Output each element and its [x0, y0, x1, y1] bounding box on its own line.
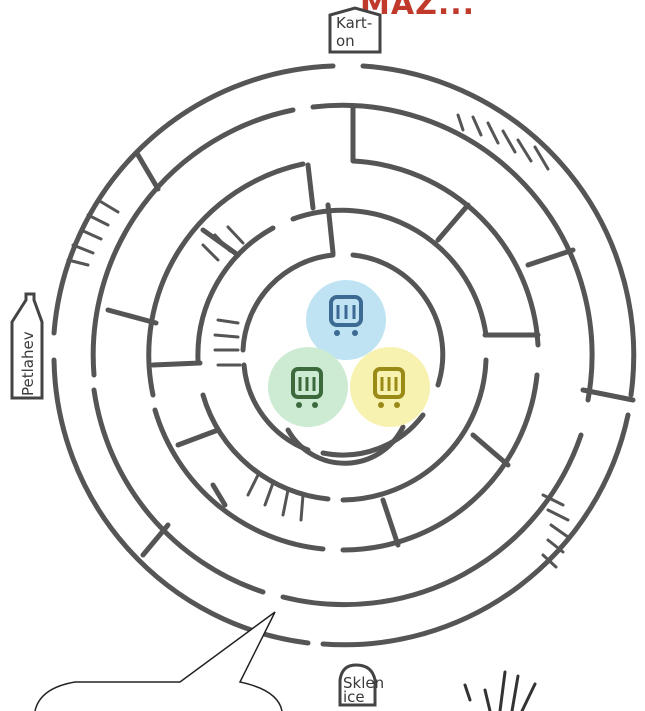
decorative-scribble	[463, 670, 537, 711]
speech-bubble	[34, 611, 283, 711]
pet-label: Petlahev	[19, 331, 37, 396]
maze	[51, 63, 637, 648]
yellow-bin-spot[interactable]	[350, 347, 430, 427]
pet-entrance[interactable]: Petlahev	[10, 292, 44, 400]
glass-entrance[interactable]: Sklen ice	[338, 663, 384, 707]
hatch-bottom-right	[541, 493, 570, 569]
hatch-top-right	[456, 113, 550, 171]
svg-text:ice: ice	[343, 688, 365, 706]
glass-label: Sklen	[343, 674, 384, 692]
title-fragment: MAZ...	[360, 0, 475, 22]
hatch-bottom-left	[246, 473, 305, 522]
svg-text:on: on	[336, 32, 355, 50]
green-bin-spot[interactable]	[268, 347, 348, 427]
blue-bin-spot[interactable]	[306, 280, 386, 360]
carton-label: Kart-	[336, 14, 372, 32]
hatch-left-upper	[66, 198, 120, 267]
hatch-mid-left	[201, 225, 245, 367]
carton-entrance[interactable]: Kart- on	[328, 6, 382, 54]
